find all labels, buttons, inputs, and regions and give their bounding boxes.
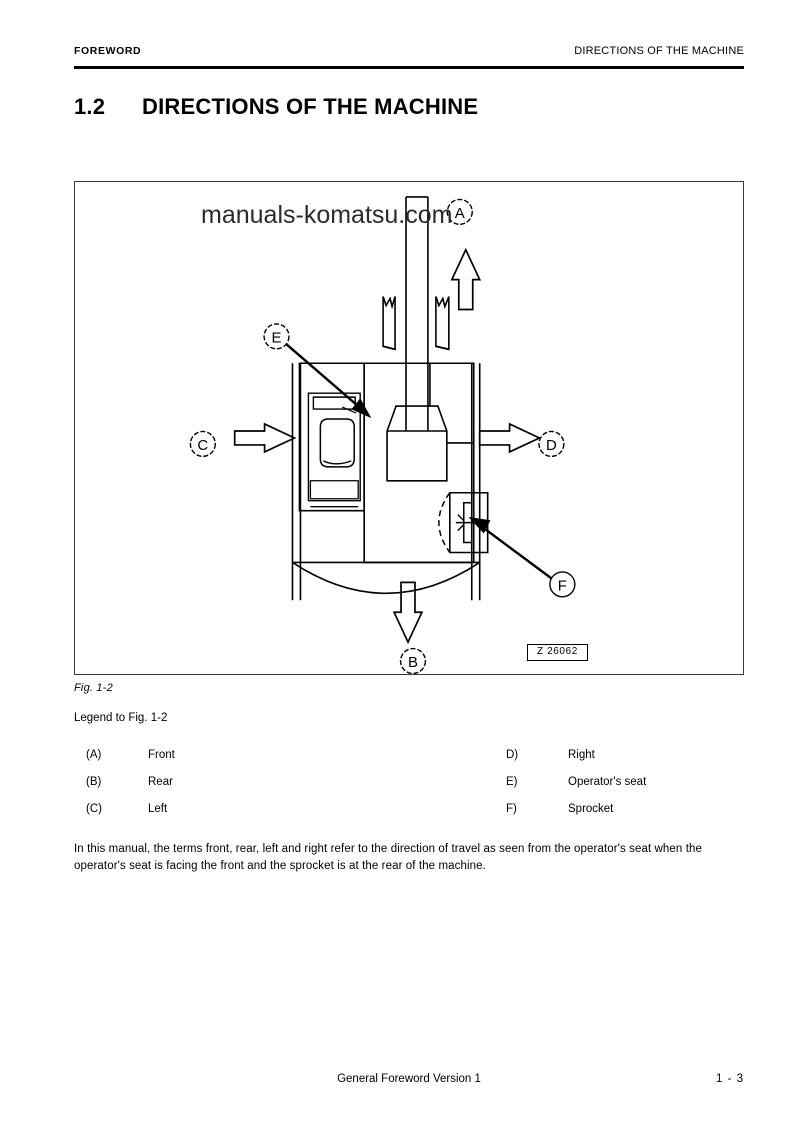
- direction-arrow-c-left: [233, 422, 297, 454]
- drawing-id-label: Z 26062: [527, 644, 588, 661]
- callout-b: B: [399, 647, 427, 674]
- callout-bubbles: A B C D E: [189, 198, 576, 674]
- leader-line-f: [468, 516, 553, 580]
- direction-arrow-b-rear: [392, 581, 424, 645]
- header-topic-label: DIRECTIONS OF THE MACHINE: [574, 45, 744, 57]
- operator-cab: [298, 362, 365, 512]
- site-watermark: manuals-komatsu.com: [201, 201, 453, 229]
- direction-arrow-a-front: [450, 247, 482, 311]
- direction-arrow-d-right: [478, 422, 542, 454]
- machine-direction-diagram: A B C D E: [189, 196, 576, 674]
- section-title-text: DIRECTIONS OF THE MACHINE: [142, 94, 479, 119]
- svg-text:C: C: [197, 437, 208, 454]
- callout-e: E: [263, 323, 290, 350]
- boom-arm-assembly: [382, 196, 450, 431]
- legend-row: (B) Rear E) Operator's seat: [86, 776, 746, 803]
- callout-d: D: [538, 430, 565, 458]
- legend-key: E): [506, 776, 518, 788]
- legend-key: (A): [86, 749, 102, 761]
- body-paragraph: In this manual, the terms front, rear, l…: [74, 843, 703, 872]
- legend-key: F): [506, 803, 517, 815]
- page-title: 1.2 DIRECTIONS OF THE MACHINE: [74, 94, 478, 120]
- legend-value: Left: [148, 803, 168, 815]
- legend-row: (C) Left F) Sprocket: [86, 803, 746, 830]
- leader-line-e: [285, 343, 372, 419]
- legend-entry-d: D) Right: [506, 749, 746, 761]
- section-number: 1.2: [74, 94, 106, 119]
- footer-document-title: General Foreword Version 1: [337, 1073, 481, 1085]
- legend-key: D): [506, 749, 519, 761]
- figure-caption: Fig. 1-2: [74, 682, 113, 694]
- callout-c: C: [189, 430, 216, 458]
- legend-value: Right: [568, 749, 595, 761]
- svg-text:B: B: [408, 654, 418, 671]
- legend-value: Operator's seat: [568, 776, 647, 788]
- running-header: FOREWORD DIRECTIONS OF THE MACHINE: [74, 45, 744, 63]
- legend-value: Front: [148, 749, 175, 761]
- footer-page-number: 1 - 3: [715, 1073, 744, 1085]
- figure-frame: A B C D E: [74, 181, 744, 675]
- legend-entry-c: (C) Left: [86, 803, 506, 815]
- callout-f: F: [549, 571, 576, 598]
- legend-row: (A) Front D) Right: [86, 749, 746, 776]
- legend-entry-f: F) Sprocket: [506, 803, 746, 815]
- upper-structure: [363, 362, 475, 564]
- legend-table: (A) Front D) Right (B) Rear E) Operator'…: [86, 749, 746, 830]
- legend-key: (B): [86, 776, 102, 788]
- legend-entry-b: (B) Rear: [86, 776, 506, 788]
- callout-a: A: [446, 198, 473, 226]
- svg-text:E: E: [272, 329, 282, 346]
- header-section-label: FOREWORD: [74, 45, 142, 57]
- legend-key: (C): [86, 803, 102, 815]
- legend-entry-a: (A) Front: [86, 749, 506, 761]
- legend-title: Legend to Fig. 1-2: [74, 712, 168, 724]
- legend-value: Sprocket: [568, 803, 614, 815]
- sprocket-assembly: [438, 491, 489, 554]
- header-divider-rule: [74, 66, 744, 69]
- legend-value: Rear: [148, 776, 173, 788]
- svg-text:A: A: [455, 205, 465, 222]
- counterweight: [292, 561, 481, 594]
- undercarriage-tracks: [291, 363, 481, 601]
- legend-entry-e: E) Operator's seat: [506, 776, 746, 788]
- svg-text:D: D: [546, 437, 557, 454]
- svg-text:F: F: [558, 577, 567, 594]
